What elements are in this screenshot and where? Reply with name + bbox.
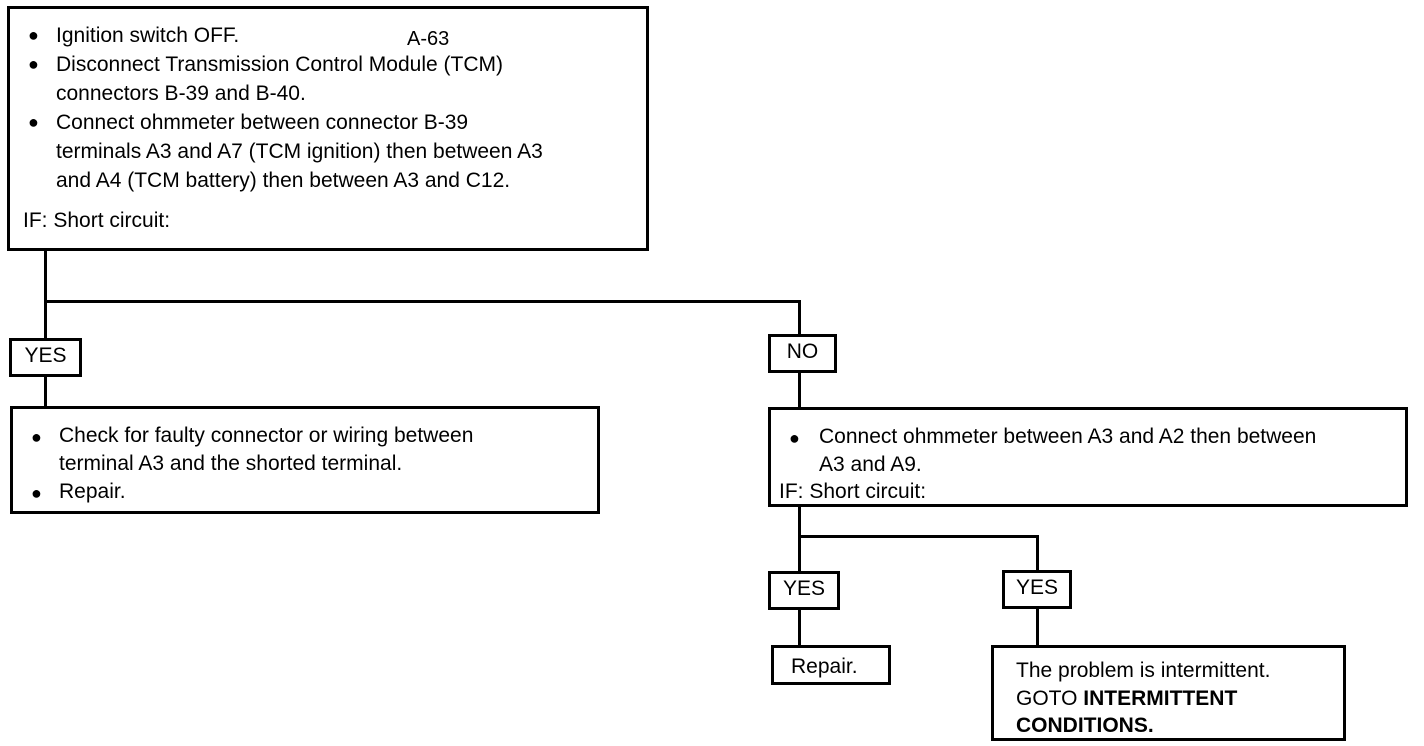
top-item-3: Connect ohmmeter between connector B-39 <box>56 111 469 134</box>
bullet-icon: ● <box>31 483 42 503</box>
sub-yes-label-left: YES <box>768 571 840 610</box>
yes-step-box: ● Check for faulty connector or wiring b… <box>10 406 600 514</box>
no-line-1: Connect ohmmeter between A3 and A2 then … <box>819 425 1317 448</box>
bullet-icon: ● <box>31 427 42 447</box>
bullet-icon: ● <box>28 112 39 132</box>
repair-text: Repair. <box>791 655 858 678</box>
connector-line <box>798 373 801 408</box>
repair-box: Repair. <box>771 645 891 685</box>
page-tag: A-63 <box>407 28 450 50</box>
bullet-icon: ● <box>28 25 39 45</box>
top-condition: IF: Short circuit: <box>23 209 171 232</box>
connector-line <box>798 535 1039 538</box>
intermittent-line-3: CONDITIONS. <box>1016 711 1154 740</box>
yes-line-2: terminal A3 and the shorted terminal. <box>59 452 403 475</box>
sub-yes-label-right: YES <box>1002 570 1072 609</box>
connector-line <box>798 610 801 646</box>
no-branch-label: NO <box>768 334 837 373</box>
yes-line-3: Repair. <box>59 480 126 503</box>
connector-line <box>1036 609 1039 646</box>
yes-line-1: Check for faulty connector or wiring bet… <box>59 424 474 447</box>
top-item-2: Disconnect Transmission Control Module (… <box>56 53 503 76</box>
connector-line <box>798 300 801 335</box>
top-item-2-cont: connectors B-39 and B-40. <box>56 82 306 105</box>
top-item-1: Ignition switch OFF. <box>56 24 240 47</box>
connector-line <box>44 251 47 341</box>
no-line-2: A3 and A9. <box>819 453 922 476</box>
no-step-box: ● Connect ohmmeter between A3 and A2 the… <box>768 407 1408 507</box>
intermittent-line-2: GOTO INTERMITTENT <box>1016 684 1237 713</box>
intermittent-link: INTERMITTENT <box>1083 687 1238 710</box>
bullet-icon: ● <box>28 54 39 74</box>
connector-line <box>798 507 801 573</box>
yes-branch-label: YES <box>9 338 82 377</box>
connector-line <box>44 300 801 303</box>
top-item-3-cont2: and A4 (TCM battery) then between A3 and… <box>56 169 511 192</box>
no-condition: IF: Short circuit: <box>779 480 927 503</box>
intermittent-line-1: The problem is intermittent. <box>1016 659 1271 682</box>
conditions-link: CONDITIONS. <box>1016 714 1154 737</box>
connector-line <box>1036 535 1039 571</box>
connector-line <box>44 377 47 407</box>
bullet-icon: ● <box>789 428 800 448</box>
top-step-box: ● Ignition switch OFF. ● Disconnect Tran… <box>7 6 649 251</box>
top-item-3-cont: terminals A3 and A7 (TCM ignition) then … <box>56 140 543 163</box>
intermittent-box: The problem is intermittent. GOTO INTERM… <box>991 645 1346 741</box>
goto-prefix: GOTO <box>1016 687 1084 710</box>
